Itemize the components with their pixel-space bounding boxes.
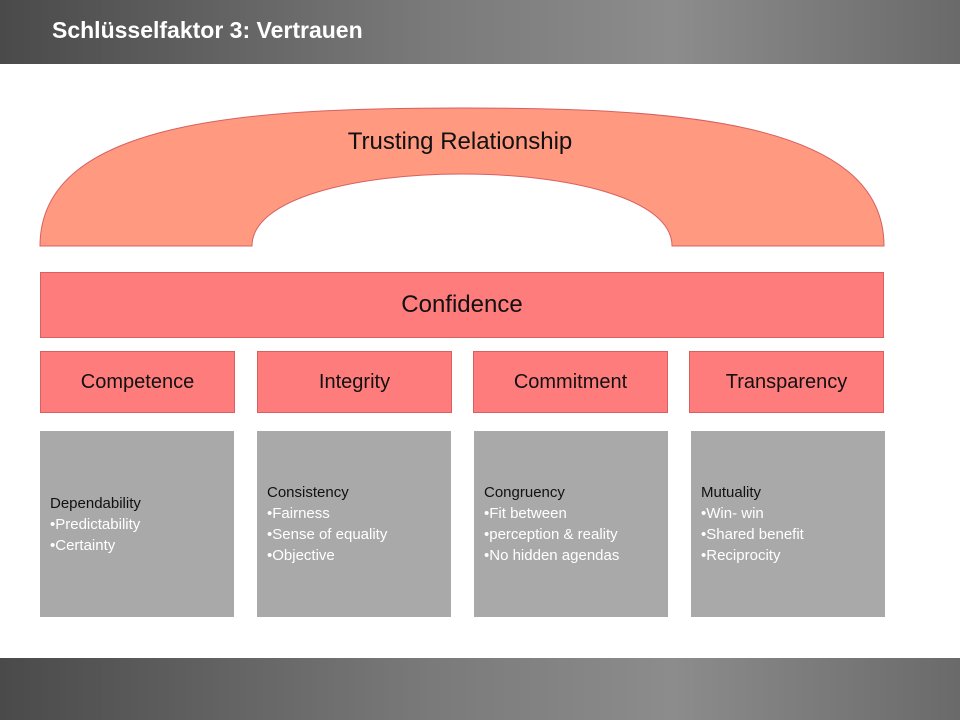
confidence-label: Confidence bbox=[401, 291, 523, 318]
slide-title: Schlüsselfaktor 3: Vertrauen bbox=[52, 17, 363, 43]
detail-lead: Dependability bbox=[50, 494, 141, 512]
detail-lead: Mutuality bbox=[701, 484, 762, 501]
pillar-label: Integrity bbox=[318, 370, 391, 393]
detail-bullet: •Sense of equality bbox=[267, 526, 388, 543]
arch-shape bbox=[39, 107, 885, 247]
detail-lead: Congruency bbox=[484, 484, 565, 501]
detail-bullet: •perception & reality bbox=[484, 526, 618, 543]
detail-bullet: •Reciprocity bbox=[701, 547, 781, 564]
detail-bullet: •Fit between bbox=[484, 505, 567, 522]
pillar-label: Commitment bbox=[513, 370, 628, 393]
detail-box-transparency: Mutuality •Win- win •Shared benefit •Rec… bbox=[691, 431, 885, 617]
detail-bullet: •Fairness bbox=[267, 505, 330, 522]
detail-bullet: •No hidden agendas bbox=[484, 547, 620, 564]
confidence-bar: Confidence bbox=[40, 272, 884, 338]
detail-box-commitment: Congruency •Fit between •perception & re… bbox=[474, 431, 668, 617]
pillar-transparency: Transparency bbox=[689, 351, 884, 413]
pillar-commitment: Commitment bbox=[473, 351, 668, 413]
detail-bullet: •Win- win bbox=[701, 505, 764, 522]
detail-bullet: •Shared benefit bbox=[701, 526, 804, 543]
detail-box-integrity: Consistency •Fairness •Sense of equality… bbox=[257, 431, 451, 617]
header-band: Schlüsselfaktor 3: Vertrauen bbox=[0, 0, 960, 64]
detail-bullet: •Certainty bbox=[50, 536, 116, 554]
detail-bullet: •Objective bbox=[267, 547, 335, 564]
pillar-competence: Competence bbox=[40, 351, 235, 413]
pillar-label: Transparency bbox=[725, 370, 848, 393]
pillar-integrity: Integrity bbox=[257, 351, 452, 413]
arch-label: Trusting Relationship bbox=[347, 128, 573, 155]
pillar-label: Competence bbox=[80, 370, 195, 393]
detail-lead: Consistency bbox=[267, 484, 349, 501]
footer-band bbox=[0, 658, 960, 720]
detail-bullet: •Predictability bbox=[50, 515, 141, 533]
detail-box-competence: Dependability •Predictability •Certainty bbox=[40, 431, 234, 617]
